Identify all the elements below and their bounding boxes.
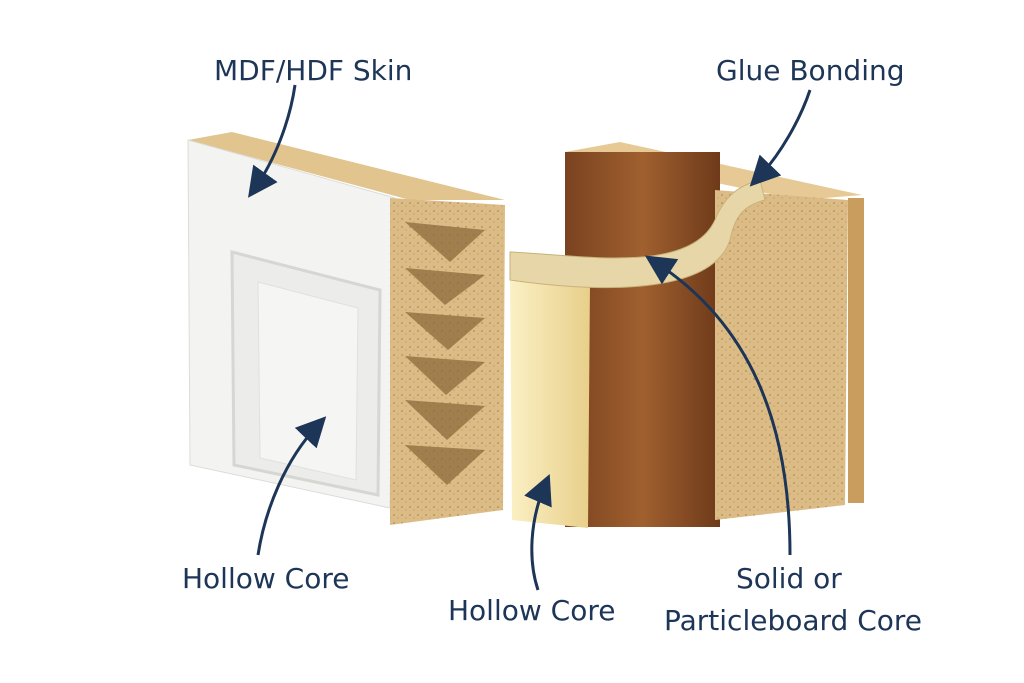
arrow-mdf-skin: [248, 84, 297, 198]
right-door-section: [509, 142, 864, 528]
arrow-glue-bonding: [749, 89, 812, 187]
honeycomb-cells: [405, 222, 485, 485]
label-solid-core-line1: Solid or: [736, 562, 842, 595]
cream-panel: [510, 270, 590, 528]
arrow-solid-core: [644, 255, 792, 556]
callout-arrows: [248, 84, 812, 591]
wood-veneer-face: [565, 152, 720, 527]
label-mdf-skin: MDF/HDF Skin: [214, 54, 413, 87]
left-top-edge: [188, 132, 505, 200]
arrow-hollow-core-center: [524, 473, 552, 591]
arrow-hollow-core-left: [256, 416, 327, 556]
glue-strip: [509, 179, 766, 289]
raised-panel-inner: [257, 281, 359, 481]
particleboard-core: [715, 190, 848, 520]
edge-strip: [848, 198, 864, 503]
left-door-section: [187, 132, 505, 525]
label-solid-core-line2: Particleboard Core: [664, 604, 923, 637]
label-hollow-core-left: Hollow Core: [182, 562, 350, 595]
label-hollow-core-center: Hollow Core: [448, 594, 616, 627]
label-glue-bonding: Glue Bonding: [716, 54, 905, 87]
